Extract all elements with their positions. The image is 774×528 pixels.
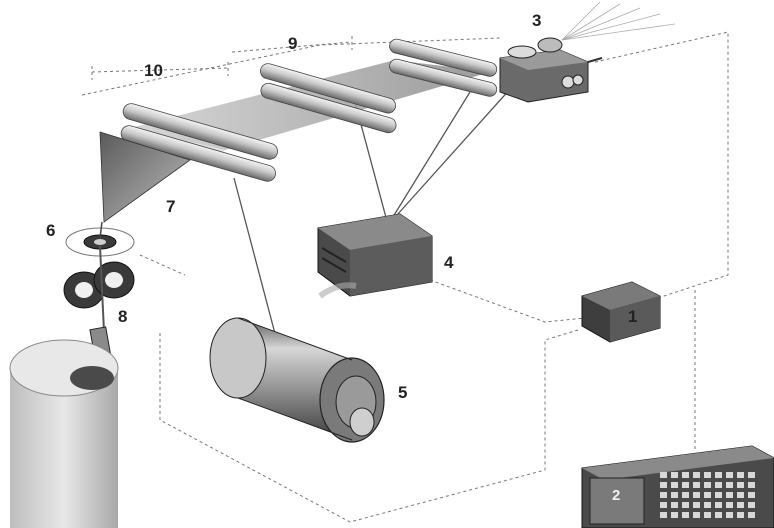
keypad-key bbox=[704, 492, 711, 498]
label-drive-rollers: 8 bbox=[118, 307, 128, 326]
keypad-key bbox=[704, 482, 711, 488]
keypad-key bbox=[682, 492, 689, 498]
keypad-key bbox=[671, 492, 678, 498]
label-funnel: 7 bbox=[166, 197, 176, 216]
keypad-key bbox=[726, 492, 733, 498]
label-zone-10: 10 bbox=[144, 61, 163, 80]
keypad-key bbox=[693, 482, 700, 488]
wiring bbox=[139, 31, 729, 523]
keypad-key bbox=[715, 512, 722, 518]
keypad-key bbox=[748, 502, 755, 508]
keypad-key bbox=[671, 472, 678, 478]
light-source-box bbox=[317, 213, 433, 297]
keypad-key bbox=[671, 512, 678, 518]
keypad-key bbox=[715, 502, 722, 508]
keypad-key bbox=[748, 482, 755, 488]
roller-set-10 bbox=[120, 103, 278, 182]
keypad-key bbox=[748, 472, 755, 478]
keypad-key bbox=[704, 512, 711, 518]
signal-lines bbox=[233, 77, 521, 346]
keypad-key bbox=[682, 472, 689, 478]
control-panel-keypad bbox=[660, 472, 755, 518]
keypad-key bbox=[693, 512, 700, 518]
keypad-key bbox=[748, 492, 755, 498]
keypad-key bbox=[726, 502, 733, 508]
keypad-key bbox=[682, 502, 689, 508]
keypad-key bbox=[737, 502, 744, 508]
keypad-key bbox=[682, 512, 689, 518]
label-zone-9: 9 bbox=[288, 34, 298, 53]
label-controller-unit: 1 bbox=[628, 307, 638, 326]
keypad-key bbox=[715, 492, 722, 498]
keypad-key bbox=[660, 472, 667, 478]
roller-set-9 bbox=[260, 63, 397, 134]
keypad-key bbox=[726, 482, 733, 488]
keypad-key bbox=[693, 502, 700, 508]
sensor-head bbox=[499, 37, 603, 103]
label-sensor-head: 3 bbox=[532, 11, 542, 30]
controller-box bbox=[581, 281, 661, 343]
keypad-key bbox=[704, 502, 711, 508]
label-guide-ring: 6 bbox=[46, 221, 56, 240]
keypad-key bbox=[726, 472, 733, 478]
keypad-key bbox=[660, 512, 667, 518]
keypad-key bbox=[671, 482, 678, 488]
keypad-key bbox=[715, 482, 722, 488]
sensor-rays bbox=[561, 1, 676, 41]
supply-roll bbox=[209, 282, 385, 443]
keypad-key bbox=[737, 482, 744, 488]
keypad-key bbox=[660, 482, 667, 488]
label-supply-roll: 5 bbox=[398, 383, 408, 402]
label-control-panel: 2 bbox=[612, 487, 621, 504]
keypad-key bbox=[737, 492, 744, 498]
keypad-key bbox=[726, 512, 733, 518]
keypad-key bbox=[693, 492, 700, 498]
zone-frame bbox=[81, 36, 501, 96]
keypad-key bbox=[660, 492, 667, 498]
keypad-key bbox=[693, 472, 700, 478]
keypad-key bbox=[671, 502, 678, 508]
funnel bbox=[99, 131, 191, 223]
label-light-source: 4 bbox=[444, 253, 454, 272]
keypad-key bbox=[715, 472, 722, 478]
keypad-key bbox=[737, 472, 744, 478]
roller-set-3 bbox=[389, 38, 498, 97]
keypad-key bbox=[682, 482, 689, 488]
keypad-key bbox=[748, 512, 755, 518]
keypad-key bbox=[660, 502, 667, 508]
collection-cylinder bbox=[9, 339, 119, 528]
keypad-key bbox=[737, 512, 744, 518]
keypad-key bbox=[704, 472, 711, 478]
